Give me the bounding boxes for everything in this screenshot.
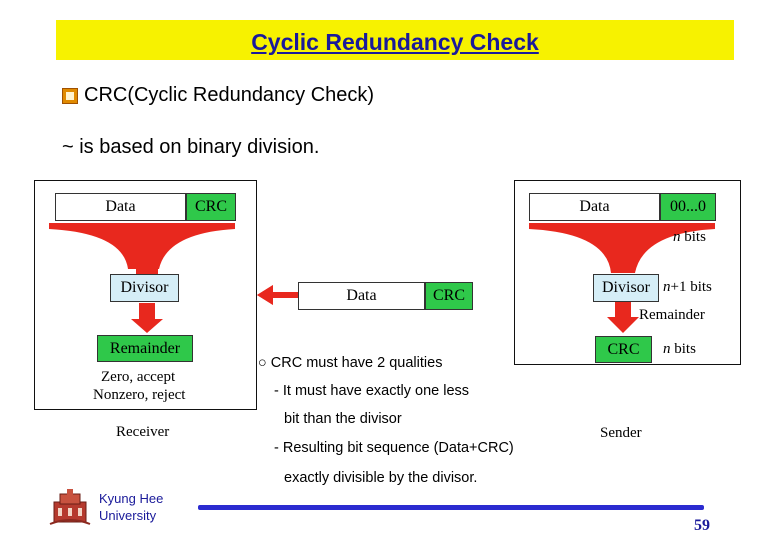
- receiver-zero-text: Zero, accept: [101, 369, 176, 385]
- sender-n-plus-1-bits: n+1 bits: [663, 279, 712, 295]
- receiver-funnel-graphic: [49, 223, 235, 333]
- receiver-panel: Data CRC Divisor Remainder Zero, accept …: [34, 180, 257, 410]
- receiver-divisor-box: Divisor: [110, 274, 179, 302]
- sender-funnel-graphic: [529, 223, 715, 333]
- transmission-data-box: Data: [298, 282, 425, 310]
- bullet-sub: ~ is based on binary division.: [62, 136, 320, 158]
- sender-funnel-shape: [529, 223, 715, 273]
- sender-remainder-text: Remainder: [639, 307, 705, 323]
- note-line-3: bit than the divisor: [284, 411, 402, 427]
- sender-panel: Data 00...0 n bits Divisor n+1 bits Rema…: [514, 180, 741, 365]
- note-line-4: - Resulting bit sequence (Data+CRC): [274, 440, 514, 456]
- logo-text-line-1: Kyung Hee: [99, 491, 164, 506]
- logo-text-line-2: University: [99, 508, 157, 523]
- receiver-data-box: Data: [55, 193, 186, 221]
- university-logo-icon: [49, 489, 91, 525]
- bullet-main-text: CRC(Cyclic Redundancy Check): [84, 84, 375, 106]
- right-arrow-icon: [257, 285, 299, 305]
- title-bar: Cyclic Redundancy Check: [56, 20, 734, 60]
- sender-n-bits-top: n bits: [673, 229, 706, 245]
- footer-divider: [198, 505, 704, 510]
- note-line-1: ○ CRC must have 2 qualities: [258, 355, 443, 371]
- receiver-remainder-box: Remainder: [97, 335, 193, 362]
- slide-title: Cyclic Redundancy Check: [251, 29, 539, 55]
- receiver-nonzero-text: Nonzero, reject: [93, 387, 186, 403]
- sender-data-box: Data: [529, 193, 660, 221]
- sender-caption: Sender: [600, 425, 642, 441]
- page-number: 59: [694, 517, 710, 534]
- sender-arrow-down: [607, 301, 639, 333]
- sender-crc-box: CRC: [595, 336, 652, 363]
- bullet-main: CRC(Cyclic Redundancy Check): [62, 84, 374, 107]
- transmission-crc-box: CRC: [425, 282, 473, 310]
- receiver-funnel-neck: [136, 269, 158, 274]
- bullet-square-icon: [62, 87, 78, 104]
- sender-divisor-box: Divisor: [593, 274, 659, 302]
- receiver-arrow-down: [131, 303, 163, 333]
- note-line-5: exactly divisible by the divisor.: [284, 470, 478, 486]
- receiver-caption: Receiver: [116, 424, 170, 440]
- sender-n-bits-bottom: n bits: [663, 341, 696, 357]
- sender-zeros-box: 00...0: [660, 193, 716, 221]
- receiver-funnel-shape: [49, 223, 235, 269]
- receiver-crc-box: CRC: [186, 193, 236, 221]
- note-line-2: - It must have exactly one less: [274, 383, 470, 399]
- transmission-arrows: [257, 285, 299, 305]
